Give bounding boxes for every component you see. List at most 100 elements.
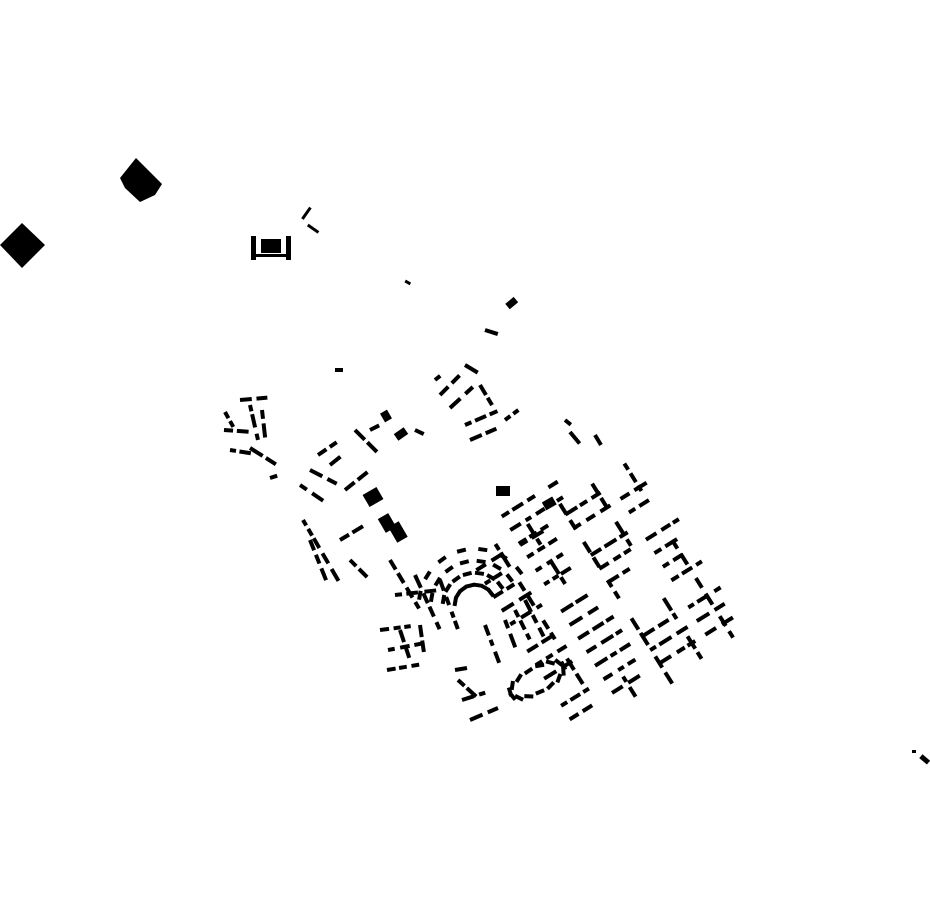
building xyxy=(264,456,277,466)
building xyxy=(483,578,492,586)
building xyxy=(469,712,484,722)
building xyxy=(614,628,624,636)
building xyxy=(493,571,503,580)
building xyxy=(568,519,578,531)
building xyxy=(433,374,442,382)
building xyxy=(565,657,576,672)
building xyxy=(248,404,254,412)
building xyxy=(505,573,515,583)
building xyxy=(348,558,358,568)
building xyxy=(320,552,331,565)
building-small xyxy=(404,279,412,286)
building xyxy=(420,640,426,653)
building xyxy=(564,505,579,517)
building xyxy=(440,594,447,605)
building xyxy=(509,680,515,691)
building xyxy=(394,592,403,597)
building xyxy=(629,617,641,631)
building xyxy=(398,664,408,670)
building xyxy=(587,605,600,616)
building-clusters xyxy=(223,328,735,722)
building xyxy=(463,363,479,375)
building xyxy=(568,615,584,627)
building xyxy=(319,567,328,581)
building xyxy=(535,688,545,696)
building xyxy=(605,614,615,623)
building xyxy=(670,574,680,583)
building xyxy=(545,659,556,666)
building xyxy=(619,491,631,501)
building xyxy=(555,552,564,560)
building xyxy=(675,625,689,636)
building xyxy=(671,517,680,525)
building xyxy=(514,694,525,702)
building xyxy=(461,694,475,702)
building xyxy=(343,480,356,492)
building xyxy=(239,449,252,456)
building xyxy=(509,521,522,532)
building xyxy=(326,477,338,486)
building xyxy=(356,470,369,482)
building xyxy=(593,433,603,447)
building xyxy=(559,576,567,585)
building xyxy=(594,656,609,668)
building xyxy=(475,562,487,572)
building-east xyxy=(919,754,930,765)
building-small xyxy=(335,368,343,372)
building xyxy=(485,396,494,407)
building xyxy=(488,639,495,647)
building xyxy=(628,472,638,484)
building xyxy=(555,673,563,684)
building xyxy=(675,645,686,655)
building xyxy=(638,498,650,508)
building xyxy=(404,624,411,629)
building xyxy=(685,635,697,650)
building xyxy=(462,570,473,577)
building-diamond-west xyxy=(0,223,45,268)
building xyxy=(661,597,674,612)
building xyxy=(269,473,278,480)
building xyxy=(411,662,420,668)
building xyxy=(514,673,523,683)
building xyxy=(638,631,650,647)
building xyxy=(553,658,564,667)
building xyxy=(444,565,454,574)
building xyxy=(585,644,598,654)
building xyxy=(657,618,670,628)
building xyxy=(418,624,424,638)
building xyxy=(582,686,590,694)
building xyxy=(582,540,592,554)
building xyxy=(314,554,322,565)
building xyxy=(398,629,406,643)
building xyxy=(365,440,379,454)
building xyxy=(478,383,488,397)
building xyxy=(541,619,551,630)
building xyxy=(486,573,496,582)
building xyxy=(713,585,722,593)
building xyxy=(328,440,338,449)
building xyxy=(488,409,499,417)
building xyxy=(484,328,499,336)
building xyxy=(534,662,545,669)
building xyxy=(621,675,629,683)
building xyxy=(329,567,341,582)
building xyxy=(476,558,486,565)
building xyxy=(671,612,679,621)
building xyxy=(458,584,469,594)
building xyxy=(551,573,560,581)
building xyxy=(306,527,314,537)
building xyxy=(396,572,406,584)
building xyxy=(444,596,452,606)
building xyxy=(452,596,459,607)
building xyxy=(437,555,447,564)
building xyxy=(727,630,735,639)
building xyxy=(239,396,252,402)
building xyxy=(493,543,501,552)
building xyxy=(434,621,442,630)
building xyxy=(456,678,466,688)
building xyxy=(503,619,510,629)
building xyxy=(577,630,591,641)
building xyxy=(545,558,554,566)
building xyxy=(581,703,594,713)
building xyxy=(417,590,423,601)
